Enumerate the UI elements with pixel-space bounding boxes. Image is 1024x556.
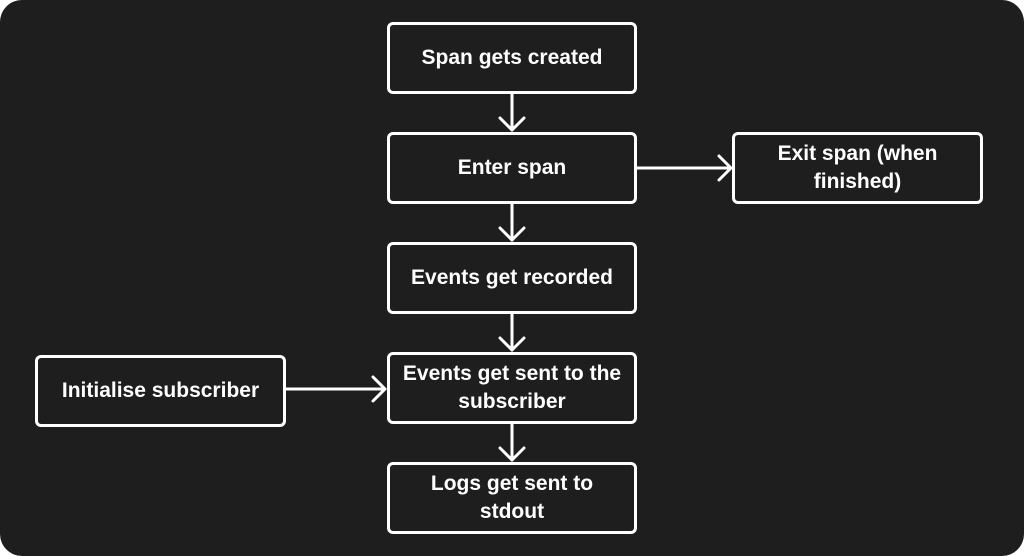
node-init-subscriber: Initialise subscriber bbox=[35, 355, 286, 427]
arrow-created-to-enter bbox=[498, 92, 526, 132]
node-logs-sent: Logs get sent to stdout bbox=[387, 462, 637, 534]
node-logs-sent-label: Logs get sent to stdout bbox=[430, 472, 594, 523]
node-enter-span: Enter span bbox=[387, 132, 637, 204]
arrow-sent-to-logs bbox=[498, 422, 526, 462]
node-exit-span-label: Exit span (when finished) bbox=[777, 142, 938, 193]
node-events-sent-label: Events get sent to the subscriber bbox=[402, 362, 622, 413]
arrow-subscriber-to-sent bbox=[284, 375, 387, 403]
arrow-enter-to-exit bbox=[635, 154, 733, 182]
node-events-recorded-label: Events get recorded bbox=[411, 266, 613, 289]
node-exit-span: Exit span (when finished) bbox=[732, 132, 983, 204]
node-init-subscriber-label: Initialise subscriber bbox=[61, 379, 260, 402]
arrow-recorded-to-sent bbox=[498, 312, 526, 352]
node-enter-span-label: Enter span bbox=[457, 156, 567, 179]
node-events-recorded: Events get recorded bbox=[387, 242, 637, 314]
node-span-created-label: Span gets created bbox=[421, 46, 603, 69]
node-span-created: Span gets created bbox=[387, 22, 637, 94]
node-events-sent: Events get sent to the subscriber bbox=[387, 352, 637, 424]
arrow-enter-to-recorded bbox=[498, 202, 526, 242]
